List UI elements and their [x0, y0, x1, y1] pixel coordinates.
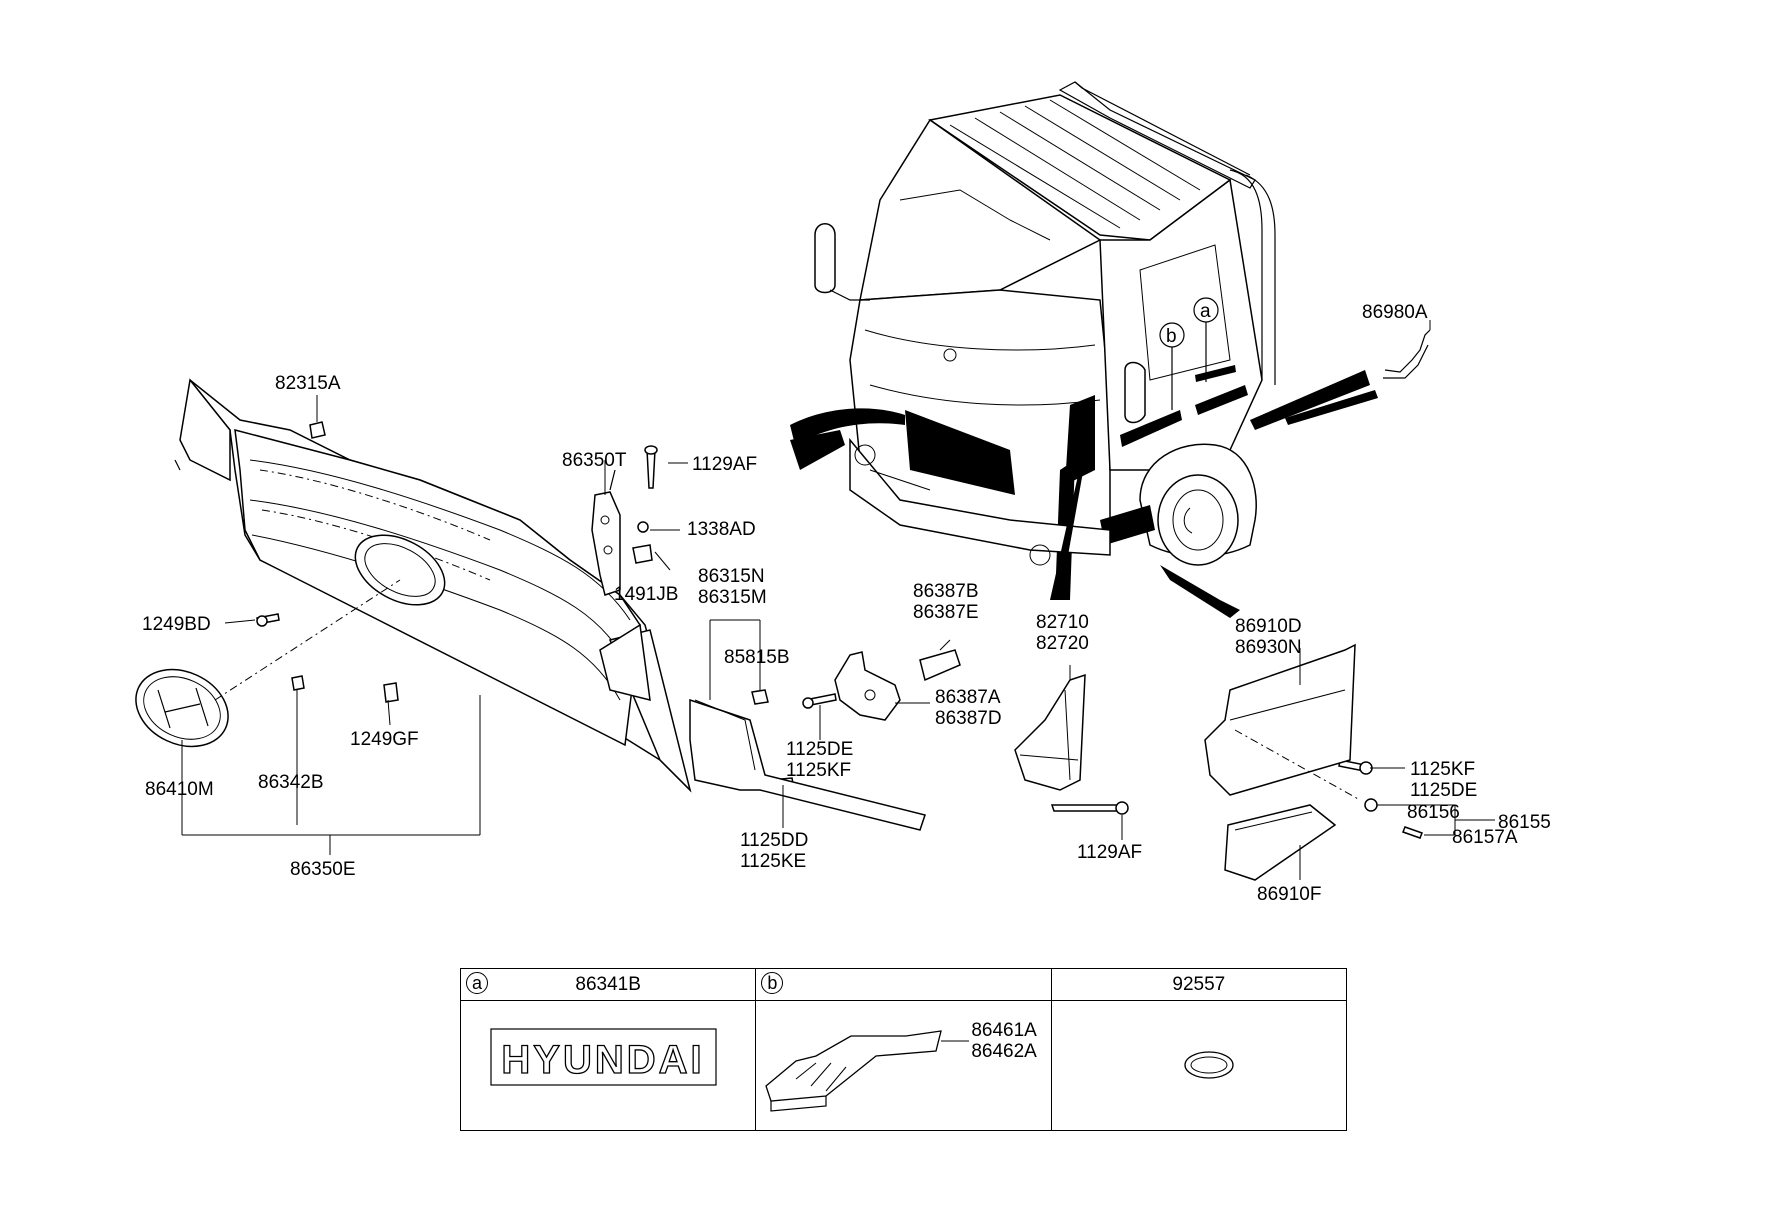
mudflap-82710	[1014, 673, 1086, 791]
label-86387E: 86387E	[913, 602, 979, 623]
label-86315M: 86315M	[698, 587, 767, 608]
label-85815B: 85815B	[724, 647, 790, 668]
table-cell-a-body: HYUNDAI	[461, 1001, 755, 1131]
grille-assembly	[174, 378, 692, 793]
table-cell-92557-body	[1052, 1001, 1346, 1131]
callout-circle-b: b	[761, 972, 784, 994]
step-cover-86910F	[1224, 804, 1337, 881]
table-cell-92557: 92557	[1051, 969, 1346, 1131]
bracket-86387	[834, 649, 961, 721]
label-86315N: 86315N	[698, 566, 765, 587]
callout-a: a	[1193, 297, 1219, 382]
callout-b: b	[1159, 322, 1185, 410]
label-82720: 82720	[1036, 633, 1089, 654]
label-86156: 86156	[1407, 802, 1460, 823]
grommet-92557	[1184, 1051, 1234, 1079]
label-86155: 86155	[1498, 812, 1551, 833]
part-number-92557: 92557	[1172, 974, 1226, 995]
label-86462A: 86462A	[971, 1041, 1037, 1062]
label-1125DE-right: 1125DE	[1410, 780, 1477, 801]
label-82710: 82710	[1036, 612, 1089, 633]
label-86157A: 86157A	[1452, 827, 1518, 848]
table-cell-a-header: a 86341B	[461, 969, 756, 1001]
label-1491JB: 1491JB	[614, 584, 678, 605]
legend-table: a 86341B HYUNDAI b 86461A 86462A	[460, 968, 1347, 1131]
label-86342B: 86342B	[258, 772, 324, 793]
label-86387D: 86387D	[935, 708, 1002, 729]
trim-molding-part	[765, 1030, 970, 1112]
hyundai-lettering-decal: HYUNDAI	[490, 1028, 717, 1086]
table-cell-92557-header: 92557	[1051, 969, 1346, 1001]
label-86350E: 86350E	[290, 859, 356, 880]
label-86461A: 86461A	[971, 1020, 1037, 1041]
part-number-86341B: 86341B	[575, 974, 641, 995]
label-1125DE-mid: 1125DE	[786, 739, 853, 760]
label-1249GF: 1249GF	[350, 729, 419, 750]
part-labels: 82315A 86350T 1129AF 1338AD 1491JB 1249B…	[142, 302, 1551, 905]
label-1125KF-right: 1125KF	[1410, 759, 1475, 780]
lower-trim-86315N	[689, 698, 926, 831]
hook-86980A	[1383, 329, 1431, 379]
truck-cab	[790, 81, 1378, 618]
table-cell-b: b 86461A 86462A	[756, 969, 1052, 1131]
svg-text:HYUNDAI: HYUNDAI	[501, 1038, 704, 1082]
label-1125KF-mid: 1125KF	[786, 760, 851, 781]
label-86910D: 86910D	[1235, 616, 1302, 637]
label-86350T: 86350T	[562, 450, 627, 471]
label-1129AF-top: 1129AF	[692, 454, 757, 475]
leader-lines	[181, 320, 1495, 880]
label-86387B: 86387B	[913, 581, 979, 602]
emblem-86410M	[135, 579, 401, 748]
svg-text:b: b	[1166, 326, 1177, 347]
step-panel-86910D	[1204, 643, 1361, 801]
label-86980A: 86980A	[1362, 302, 1428, 323]
label-86410M: 86410M	[145, 779, 214, 800]
label-1125DD: 1125DD	[740, 830, 808, 851]
table-cell-a: a 86341B HYUNDAI	[461, 969, 757, 1131]
label-86930N: 86930N	[1235, 637, 1302, 658]
label-1338AD: 1338AD	[687, 519, 756, 540]
bracket-86350T	[591, 469, 621, 596]
label-86387A: 86387A	[935, 687, 1001, 708]
label-1129AF-bot: 1129AF	[1077, 842, 1142, 863]
label-1249BD: 1249BD	[142, 614, 211, 635]
label-82315A: 82315A	[275, 373, 341, 394]
label-1125KE: 1125KE	[740, 851, 806, 872]
svg-text:a: a	[1200, 301, 1211, 322]
table-cell-b-header: b	[756, 969, 1051, 1001]
table-cell-b-body: 86461A 86462A	[756, 1001, 1050, 1131]
label-86910F: 86910F	[1257, 884, 1321, 905]
callout-circle-a: a	[466, 972, 488, 994]
